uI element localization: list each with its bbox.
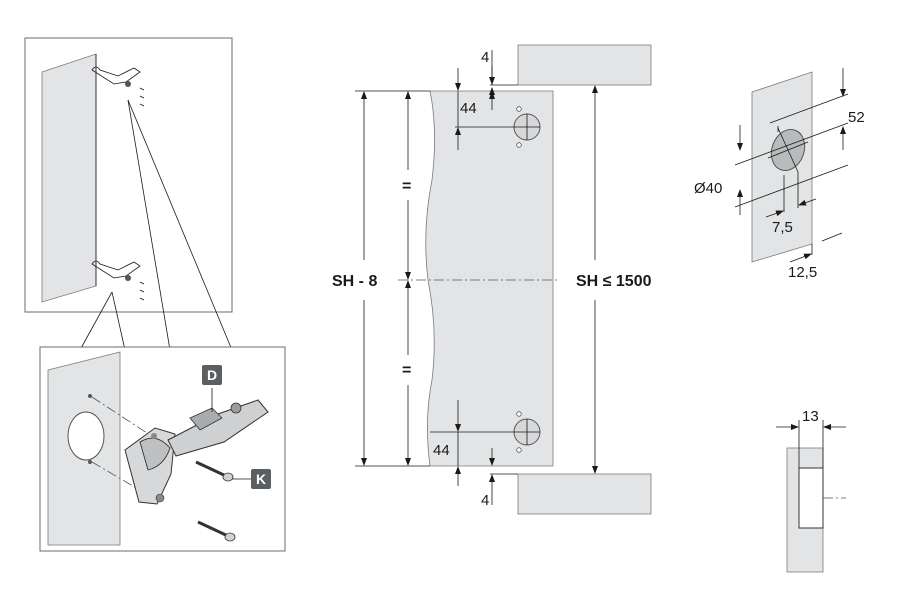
cup-bore-hole [67,411,105,461]
part-k-badge [251,469,271,489]
top-offset-value: 44 [460,100,477,117]
bottom-offset-value: 44 [433,442,450,459]
part-k-label: K [256,471,266,487]
lower-hinge-sketch [91,260,145,301]
cup-bore-detail: Ø40 52 7,5 12,5 [694,68,865,281]
cup-diameter-value: Ø40 [694,180,722,197]
right-total-label: SH ≤ 1500 [576,273,652,290]
door-front-panel [425,90,554,467]
cup-distance-value: 7,5 [772,219,793,236]
top-gap-value: 4 [481,49,489,66]
equal-upper-label: = [402,178,411,195]
cabinet-overview [24,37,233,351]
equal-lower-label: = [402,362,411,379]
section-detail: 13 [776,408,846,573]
door-elevation: 4 44 44 4 SH - 8 = = [332,44,652,515]
section-cup-recess [798,467,824,529]
cabinet-door-panel [41,53,97,303]
upper-hinge-sketch [91,66,145,107]
screw-lower [197,520,236,542]
section-width-value: 13 [802,408,819,425]
hinge-detail: D K [39,346,286,552]
screw-upper [195,460,234,482]
top-carcass-board [517,44,652,86]
edge-distance-value: 12,5 [788,264,817,281]
bottom-gap-value: 4 [481,492,489,509]
cup-height-value: 52 [848,109,865,126]
left-total-label: SH - 8 [332,273,377,290]
part-d-badge [202,365,222,385]
part-d-label: D [207,367,217,383]
hinge-body [124,399,269,505]
bottom-carcass-board [517,473,652,515]
